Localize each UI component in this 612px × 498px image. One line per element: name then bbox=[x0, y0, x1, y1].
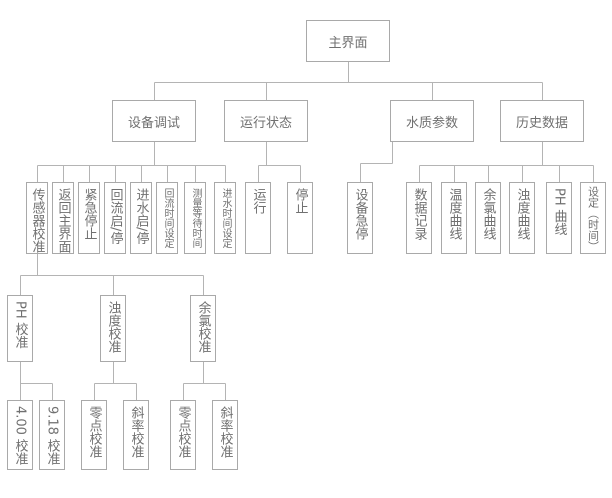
node-label: 紧急停止 bbox=[81, 188, 97, 240]
connectors-ph-calibration bbox=[20, 362, 53, 400]
connectors-run-status bbox=[258, 142, 301, 182]
connectors-turbidity-calibration bbox=[94, 362, 137, 400]
node-label: 测量等待时间 bbox=[190, 188, 201, 248]
node-turbidity-curve: 浊度曲线 bbox=[509, 182, 535, 254]
node-label: 浊度校准 bbox=[105, 301, 121, 353]
node-label: 9.18 校准 bbox=[44, 406, 60, 466]
node-ph-calibration: PH 校准 bbox=[7, 295, 33, 362]
node-label: 设备调试 bbox=[127, 115, 180, 131]
node-run: 运行 bbox=[245, 182, 271, 254]
node-chlorine-slope-calibration: 斜率校准 bbox=[212, 400, 238, 470]
node-label: 零点校准 bbox=[86, 406, 102, 458]
node-label: PH 曲线 bbox=[551, 188, 567, 236]
node-inlet-start-stop: 进水启/停 bbox=[130, 182, 152, 254]
node-label: 设备急停 bbox=[352, 188, 368, 240]
connectors-chlorine-calibration bbox=[183, 362, 226, 400]
node-label: 回流时间设定 bbox=[162, 188, 173, 248]
node-device-emergency-stop: 设备急停 bbox=[347, 182, 373, 254]
node-inlet-time-setting: 进水时间设定 bbox=[214, 182, 236, 254]
node-label: 零点校准 bbox=[175, 406, 191, 458]
node-stop: 停止 bbox=[287, 182, 313, 254]
node-data-record: 数据记录 bbox=[406, 182, 432, 254]
node-label: 余氯曲线 bbox=[480, 188, 496, 240]
node-label: 进水时间设定 bbox=[220, 188, 231, 248]
node-chlorine-zero-calibration: 零点校准 bbox=[170, 400, 196, 470]
node-label: 斜率校准 bbox=[217, 406, 233, 458]
node-measure-wait-time: 测量等待时间 bbox=[184, 182, 206, 254]
node-reflux-start-stop: 回流启/停 bbox=[104, 182, 126, 254]
node-label: 浊度曲线 bbox=[514, 188, 530, 240]
node-turbidity-slope-calibration: 斜率校准 bbox=[123, 400, 149, 470]
connectors-history-data bbox=[419, 142, 594, 182]
node-ph-9-18-calibration: 9.18 校准 bbox=[39, 400, 65, 470]
node-main-screen: 主界面 bbox=[306, 20, 390, 62]
connectors-sensor-calibration bbox=[20, 254, 204, 295]
node-label: 水质参数 bbox=[405, 115, 458, 131]
node-label: 4.00 校准 bbox=[12, 406, 28, 466]
node-label: 斜率校准 bbox=[128, 406, 144, 458]
node-label: 回流启/停 bbox=[107, 188, 123, 245]
node-device-debug: 设备调试 bbox=[112, 100, 196, 142]
node-reflux-time-setting: 回流时间设定 bbox=[156, 182, 178, 254]
node-water-quality-params: 水质参数 bbox=[390, 100, 474, 142]
connectors-water-quality bbox=[360, 142, 393, 182]
node-emergency-stop: 紧急停止 bbox=[78, 182, 100, 254]
node-chlorine-calibration: 余氯校准 bbox=[190, 295, 216, 362]
node-turbidity-calibration: 浊度校准 bbox=[100, 295, 126, 362]
node-label: 数据记录 bbox=[411, 188, 427, 240]
node-label: 设定（时间） bbox=[586, 186, 600, 252]
node-ph-curve: PH 曲线 bbox=[546, 182, 572, 254]
node-label: PH 校准 bbox=[12, 301, 28, 349]
node-label: 历史数据 bbox=[515, 115, 568, 131]
node-label: 进水启/停 bbox=[133, 188, 149, 245]
node-label: 传感器校准 bbox=[29, 188, 45, 253]
node-temperature-curve: 温度曲线 bbox=[441, 182, 467, 254]
node-label: 返回主界面 bbox=[55, 188, 71, 253]
node-label: 主界面 bbox=[328, 35, 368, 51]
node-turbidity-zero-calibration: 零点校准 bbox=[81, 400, 107, 470]
node-run-status: 运行状态 bbox=[224, 100, 308, 142]
node-sensor-calibration: 传感器校准 bbox=[26, 182, 48, 254]
node-history-data: 历史数据 bbox=[500, 100, 584, 142]
connectors-root bbox=[154, 62, 543, 100]
node-residual-chlorine-curve: 余氯曲线 bbox=[475, 182, 501, 254]
node-label: 运行状态 bbox=[239, 115, 292, 131]
node-time-setting: 设定（时间） bbox=[580, 182, 606, 254]
connectors-device-debug bbox=[37, 142, 226, 182]
node-label: 温度曲线 bbox=[446, 188, 462, 240]
node-label: 停止 bbox=[292, 188, 308, 214]
node-label: 运行 bbox=[250, 188, 266, 214]
node-ph-4-00-calibration: 4.00 校准 bbox=[7, 400, 33, 470]
node-label: 余氯校准 bbox=[195, 301, 211, 353]
node-return-main-screen: 返回主界面 bbox=[52, 182, 74, 254]
